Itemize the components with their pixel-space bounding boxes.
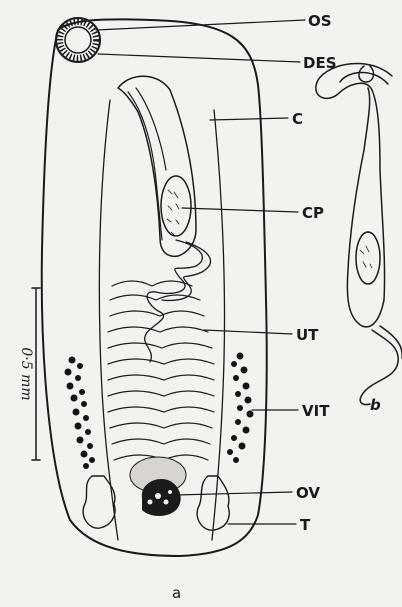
label-vit: VIT	[302, 402, 330, 420]
uterus	[108, 281, 214, 460]
duct-line	[128, 92, 162, 240]
label-c: C	[292, 110, 303, 128]
cirrus-pouch	[161, 176, 191, 236]
label-ov: OV	[296, 484, 320, 502]
scale-bar: 0·5 mm	[18, 288, 40, 460]
figure-b	[316, 64, 402, 405]
label-os: OS	[308, 12, 332, 30]
oral-sucker	[56, 18, 100, 62]
crura	[99, 100, 118, 540]
label-cp: CP	[302, 204, 324, 222]
label-a: a	[172, 584, 181, 602]
cirrus-sac	[118, 76, 196, 256]
label-ut: UT	[296, 326, 319, 344]
scale-bar-label: 0·5 mm	[18, 347, 34, 400]
label-b: b	[370, 396, 381, 414]
testis-left	[83, 476, 115, 528]
label-t: T	[300, 516, 311, 534]
